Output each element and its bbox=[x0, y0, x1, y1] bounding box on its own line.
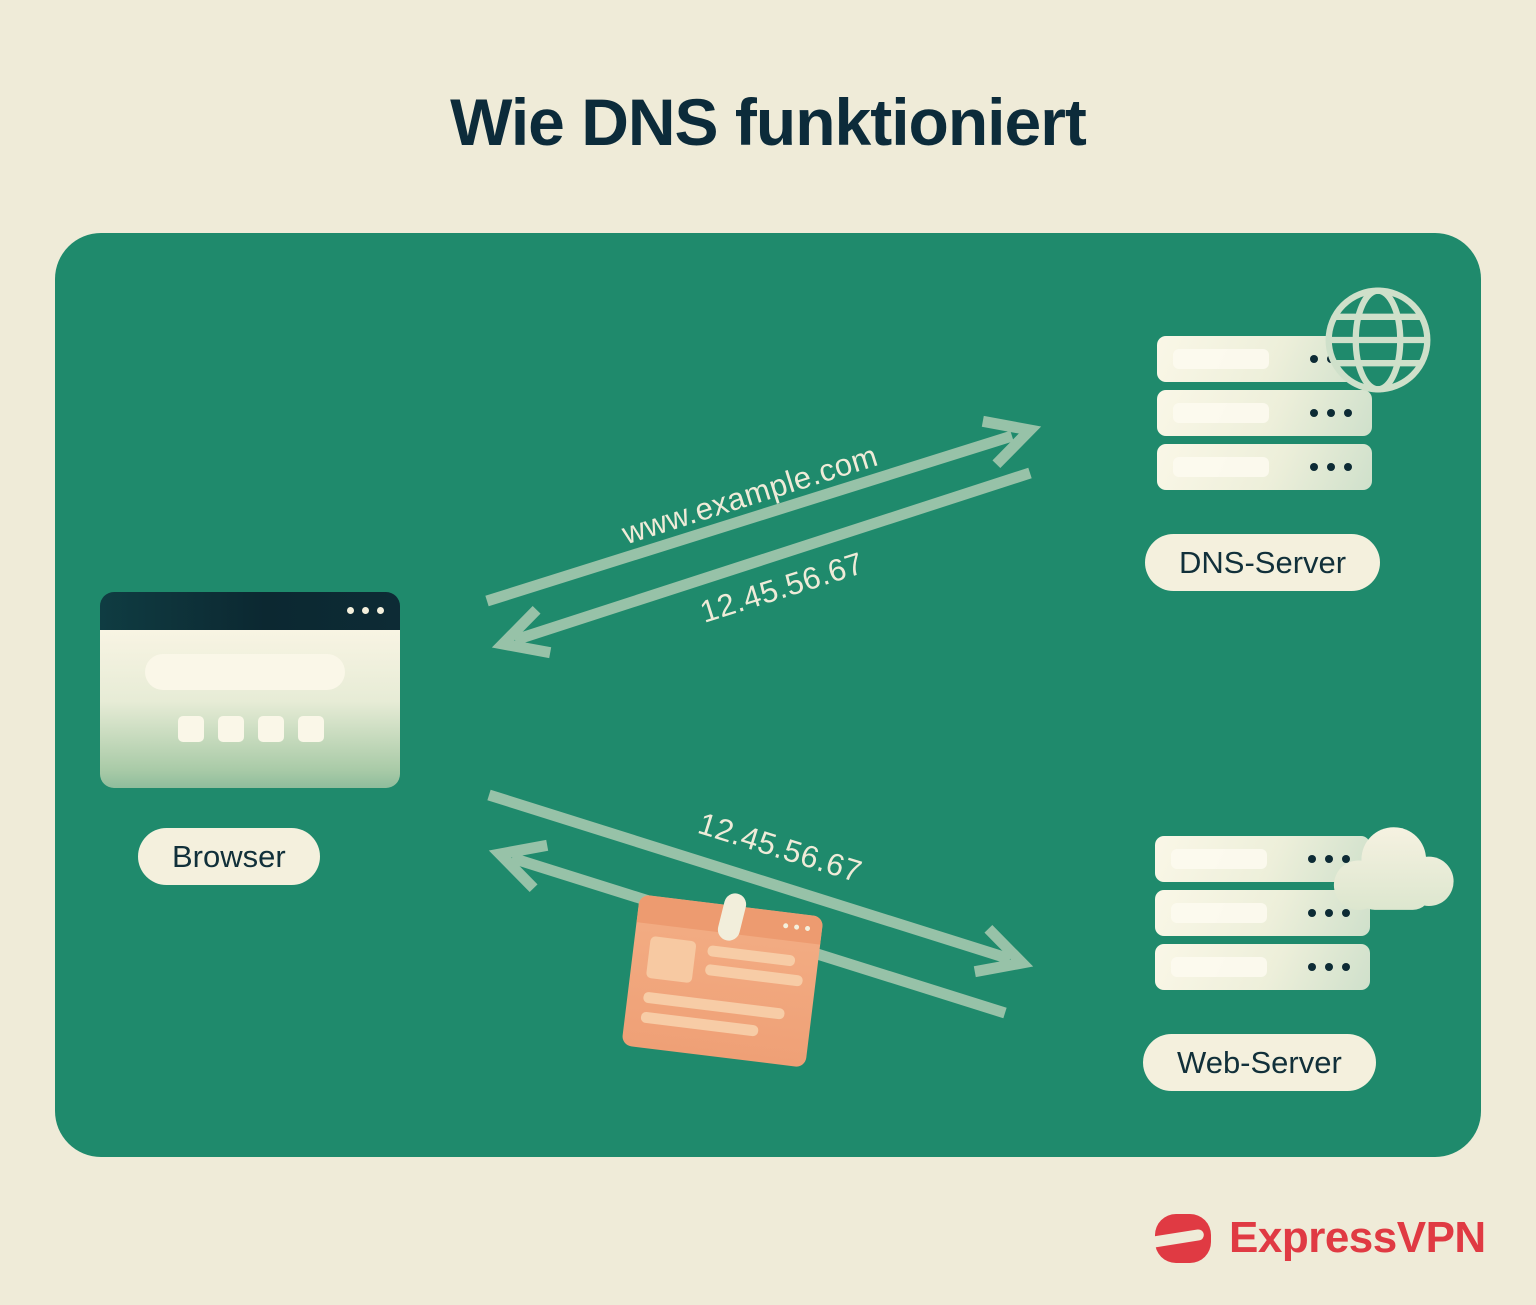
server-leds bbox=[1310, 463, 1352, 471]
server-bar bbox=[1157, 390, 1372, 436]
server-leds bbox=[1310, 409, 1352, 417]
webpage-content bbox=[621, 922, 820, 1068]
dns-server-icon bbox=[1157, 287, 1431, 498]
cloud-icon bbox=[1333, 827, 1454, 910]
server-slot bbox=[1171, 849, 1267, 869]
arrow-response-dns bbox=[513, 467, 1032, 646]
server-leds bbox=[1308, 909, 1350, 917]
arrowhead-to-browser-bottom-icon bbox=[488, 839, 549, 893]
expressvpn-wordmark: ExpressVPN bbox=[1229, 1213, 1486, 1262]
web-server-label: Web-Server bbox=[1143, 1034, 1376, 1091]
server-slot bbox=[1171, 957, 1267, 977]
expressvpn-logo: ExpressVPN bbox=[1150, 1206, 1486, 1270]
server-bar bbox=[1155, 944, 1370, 990]
arrow-request-web bbox=[487, 789, 1012, 965]
window-dots-icon bbox=[782, 923, 811, 932]
window-dots-icon bbox=[347, 607, 384, 614]
globe-icon bbox=[1325, 287, 1431, 393]
browser-titlebar bbox=[100, 592, 400, 630]
expressvpn-logo-icon bbox=[1150, 1214, 1211, 1263]
server-slot bbox=[1173, 349, 1269, 369]
url-bar-shape bbox=[145, 654, 345, 690]
browser-window-icon bbox=[100, 592, 400, 788]
arrow-request-dns bbox=[485, 430, 1014, 607]
browser-label: Browser bbox=[138, 828, 320, 885]
dns-server-label: DNS-Server bbox=[1145, 534, 1381, 591]
web-server-icon bbox=[1155, 827, 1454, 998]
arrowhead-to-dns-icon bbox=[981, 415, 1042, 469]
arrowhead-to-web-icon bbox=[973, 924, 1034, 978]
server-slot bbox=[1173, 403, 1269, 423]
arrowhead-to-browser-top-icon bbox=[491, 605, 552, 659]
server-leds bbox=[1308, 963, 1350, 971]
server-bar bbox=[1155, 890, 1370, 936]
server-slot bbox=[1173, 457, 1269, 477]
server-leds bbox=[1308, 855, 1350, 863]
image-placeholder-block bbox=[645, 935, 697, 984]
server-bar bbox=[1155, 836, 1370, 882]
server-bar bbox=[1157, 444, 1372, 490]
content-tiles bbox=[178, 716, 324, 742]
page-title: Wie DNS funktioniert bbox=[450, 85, 1087, 159]
browser-content bbox=[100, 630, 400, 788]
server-slot bbox=[1171, 903, 1267, 923]
